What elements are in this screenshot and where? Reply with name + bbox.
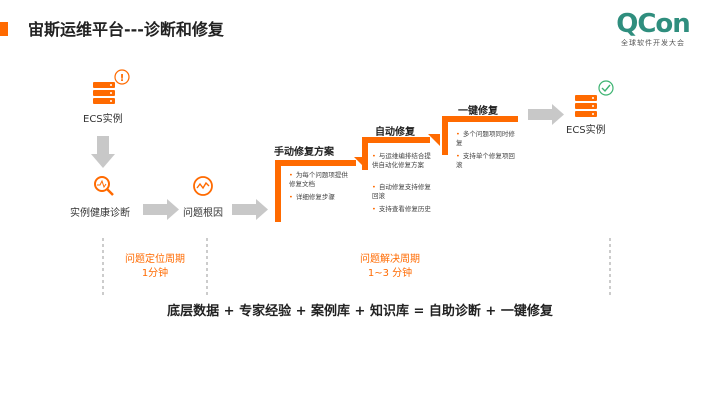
auto-note-1: •与运维编排结合提供自动化修复方案	[372, 152, 431, 169]
diagnosis-icon	[94, 176, 114, 196]
locate-period: 问题定位周期 1分钟	[105, 253, 205, 281]
logo-main-text: QCon	[616, 9, 691, 39]
qcon-logo: QCon 全球软件开发大会	[598, 10, 708, 48]
summary-formula: 底层数据 + 专家经验 + 案例库 + 知识库 = 自助诊断 + 一键修复	[167, 304, 553, 319]
check-icon	[598, 80, 614, 96]
manual-fix-label: 手动修复方案	[274, 147, 334, 158]
ecs-instance-label: ECS实例	[83, 114, 123, 125]
title-accent-bar	[0, 22, 8, 36]
svg-text:!: !	[120, 73, 125, 84]
oneclick-note-1: •多个问题项同时修复	[456, 130, 515, 147]
server-icon-right	[575, 95, 597, 117]
manual-note-2: •详细修复步骤	[289, 193, 335, 201]
chart-icon	[193, 176, 213, 196]
page-title: 宙斯运维平台---诊断和修复	[28, 20, 224, 39]
resolve-period-title: 问题解决周期	[360, 254, 420, 265]
resolve-period: 问题解决周期 1~3 分钟	[330, 253, 450, 281]
manual-note-1: •为每个问题项提供修复文档	[289, 171, 348, 188]
oneclick-fix-label: 一键修复	[458, 106, 498, 117]
resolve-period-value: 1~3 分钟	[367, 268, 413, 279]
arrow-right-2	[232, 199, 268, 220]
auto-fix-label: 自动修复	[375, 127, 415, 138]
arrow-down	[91, 136, 115, 168]
oneclick-note-2: •支持单个修复项回滚	[456, 152, 515, 169]
auto-note-2: •自动修复支持修复回滚	[372, 183, 431, 200]
root-cause-label: 问题根因	[183, 208, 223, 219]
warning-icon: !	[114, 69, 130, 85]
staircase	[275, 116, 518, 222]
arrow-right-1	[143, 199, 179, 220]
auto-note-3: •支持查看修复历史	[372, 205, 431, 213]
arrow-right-3	[528, 104, 564, 125]
server-icon	[93, 82, 115, 104]
logo-sub-text: 全球软件开发大会	[621, 39, 685, 47]
locate-period-value: 1分钟	[141, 268, 169, 279]
ecs-instance-right-label: ECS实例	[566, 125, 606, 136]
health-diagnosis-label: 实例健康诊断	[70, 208, 130, 219]
locate-period-title: 问题定位周期	[125, 254, 185, 265]
